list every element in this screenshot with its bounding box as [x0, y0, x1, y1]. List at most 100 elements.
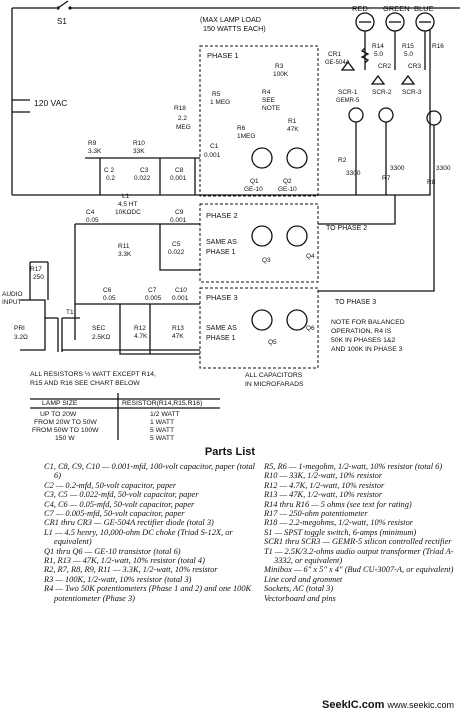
r18-value: 2.2 — [178, 115, 187, 122]
part-item: L1 — 4.5 henry, 10,000-ohm DC choke (Tri… — [44, 527, 233, 547]
r4-label: R4 — [262, 89, 271, 96]
balanced-note: NOTE FOR BALANCED OPERATION, R4 IS 50K I… — [331, 319, 405, 353]
phase2-label: PHASE 2 — [206, 211, 238, 220]
lamp-green — [385, 12, 405, 32]
r2-value: 3300 — [346, 170, 361, 177]
l1-label: L1 — [122, 193, 130, 200]
scr3-label: SCR-3 — [402, 89, 422, 96]
part-item: R4 — Two 50K potentiometers (Phase 1 and… — [44, 584, 252, 603]
c6-value: 0.05 — [103, 295, 116, 302]
r3-value: 100K — [273, 71, 289, 78]
scr1-label: SCR-1 — [338, 89, 358, 96]
phase3-label: PHASE 3 — [206, 293, 238, 302]
part-item: C4, C6 — 0.05-mfd, 50-volt capacitor, pa… — [44, 499, 195, 509]
phase3-same-as: SAME AS — [206, 325, 237, 332]
r4-see: SEE — [262, 97, 276, 104]
q5-label: Q5 — [268, 339, 277, 346]
phase3-box — [199, 287, 319, 369]
switch-s1 — [56, 0, 72, 10]
svg-text:OPERATION, R4 IS: OPERATION, R4 IS — [331, 328, 392, 335]
r12-label: R12 — [134, 325, 146, 332]
r1-label: R1 — [288, 118, 297, 125]
c2-value: 0.2 — [106, 175, 115, 182]
svg-text:FROM 20W TO 50W: FROM 20W TO 50W — [34, 419, 97, 426]
r8-label: R8 — [427, 179, 436, 186]
part-item: C3, C5 — 0.022-mfd, 50-volt capacitor, p… — [44, 490, 199, 500]
q6-label: Q6 — [306, 325, 315, 332]
ac-source-label: 120 VAC — [34, 98, 67, 108]
c10-label: C10 — [175, 287, 187, 294]
r10-value: 33K — [133, 148, 145, 155]
svg-text:AND 100K IN PHASE 3: AND 100K IN PHASE 3 — [331, 346, 403, 353]
audio-label: AUDIO — [2, 291, 23, 298]
sec-label: SEC — [92, 325, 106, 332]
r12-value: 4.7K — [134, 333, 148, 340]
svg-text:R15 AND R16 SEE CHART BELOW: R15 AND R16 SEE CHART BELOW — [30, 380, 140, 387]
q2-symbol — [286, 147, 308, 169]
l1-dc: 10KΩDC — [115, 209, 141, 216]
c4-label: C4 — [86, 209, 95, 216]
q2-label: Q2 — [283, 178, 292, 185]
cr2-label: CR2 — [378, 63, 391, 70]
c7-value: 0.005 — [145, 295, 162, 302]
c1-label: C1 — [210, 143, 219, 150]
part-item: Minibox — 6" x 5" x 4" (Bud CU-3007-A, o… — [264, 565, 454, 575]
r3-label: R3 — [275, 63, 284, 70]
r13-label: R13 — [172, 325, 184, 332]
cr1-part: GE-504A — [325, 60, 350, 66]
r9-value: 3.3K — [88, 148, 102, 155]
r13-value: 47K — [172, 333, 184, 340]
lamp-blue-label: BLUE — [414, 4, 434, 13]
svg-text:1 WATT: 1 WATT — [150, 419, 174, 426]
r1-value: 47K — [287, 126, 299, 133]
lamp-red — [355, 12, 375, 32]
phase2-same-as: SAME AS — [206, 239, 237, 246]
t1-label: T1 — [66, 309, 74, 316]
c2-label: C 2 — [104, 167, 115, 174]
cr3-label: CR3 — [408, 63, 421, 70]
r15-label: R15 — [402, 43, 414, 50]
max-load-label: (MAX LAMP LOAD — [200, 15, 261, 24]
r2-label: R2 — [338, 157, 347, 164]
part-item: R18 — 2.2-megohms, 1/2-watt, 10% resisto… — [264, 518, 414, 528]
c3-label: C3 — [140, 167, 149, 174]
r6-label: R6 — [237, 125, 246, 132]
q4-label: Q4 — [306, 253, 315, 260]
part-item: R12 — 4.7K, 1/2-watt, 10% resistor — [264, 480, 385, 490]
r5-label: R5 — [212, 91, 221, 98]
phase2-box — [199, 203, 319, 283]
c4-value: 0.05 — [86, 217, 99, 224]
c6-label: C6 — [103, 287, 112, 294]
part-item: R17 — 250-ohm potentiometer — [264, 509, 368, 519]
input-label: INPUT — [2, 299, 22, 306]
svg-text:5 WATT: 5 WATT — [150, 427, 174, 434]
part-item: CR1 thru CR3 — GE-504A rectifier diode (… — [44, 518, 214, 528]
part-item: R1, R13 — 47K, 1/2-watt, 10% resistor (t… — [44, 556, 205, 566]
pri-label: PRI — [14, 325, 25, 332]
footer-brand: SeekIC.com www.seekic.com — [322, 699, 454, 711]
r18-label: R18 — [174, 105, 186, 112]
c8-value: 0.001 — [170, 175, 187, 182]
part-item: C7 — 0.005-mfd, 50-volt capacitor, paper — [44, 509, 185, 519]
scr1-part: GEMR-5 — [336, 98, 360, 104]
phase1-box — [199, 45, 319, 197]
part-item: R3 — 100K, 1/2-watt, 10% resistor (total… — [44, 574, 192, 584]
svg-text:UP TO 20W: UP TO 20W — [40, 411, 77, 418]
cr1-label: CR1 — [328, 51, 341, 58]
r9-label: R9 — [88, 140, 97, 147]
q1-label: Q1 — [250, 178, 259, 185]
part-item: R10 — 33K, 1/2-watt, 10% resistor — [264, 471, 383, 481]
svg-text:50K IN PHASES 1&2: 50K IN PHASES 1&2 — [331, 337, 395, 344]
parts-list-right: R5, R6 — 1-megohm, 1/2-watt, 10% resisto… — [264, 462, 454, 603]
r4-note: NOTE — [262, 105, 281, 112]
r14-label: R14 — [372, 43, 384, 50]
lamp-resistor-table: LAMP SIZE RESISTOR(R14,R15,R16) UP TO 20… — [30, 393, 220, 442]
phase1-label: PHASE 1 — [207, 51, 239, 60]
r18-unit: MEG — [176, 124, 191, 131]
part-item: S1 — SPST toggle switch, 6-amps (minimum… — [264, 527, 417, 537]
r11-value: 3.3K — [118, 251, 132, 258]
pri-value: 3.2Ω — [14, 334, 28, 341]
l1-value: 4.5 HT — [118, 201, 138, 208]
c9-value: 0.001 — [170, 217, 187, 224]
max-load-label-2: 150 WATTS EACH) — [203, 24, 266, 33]
